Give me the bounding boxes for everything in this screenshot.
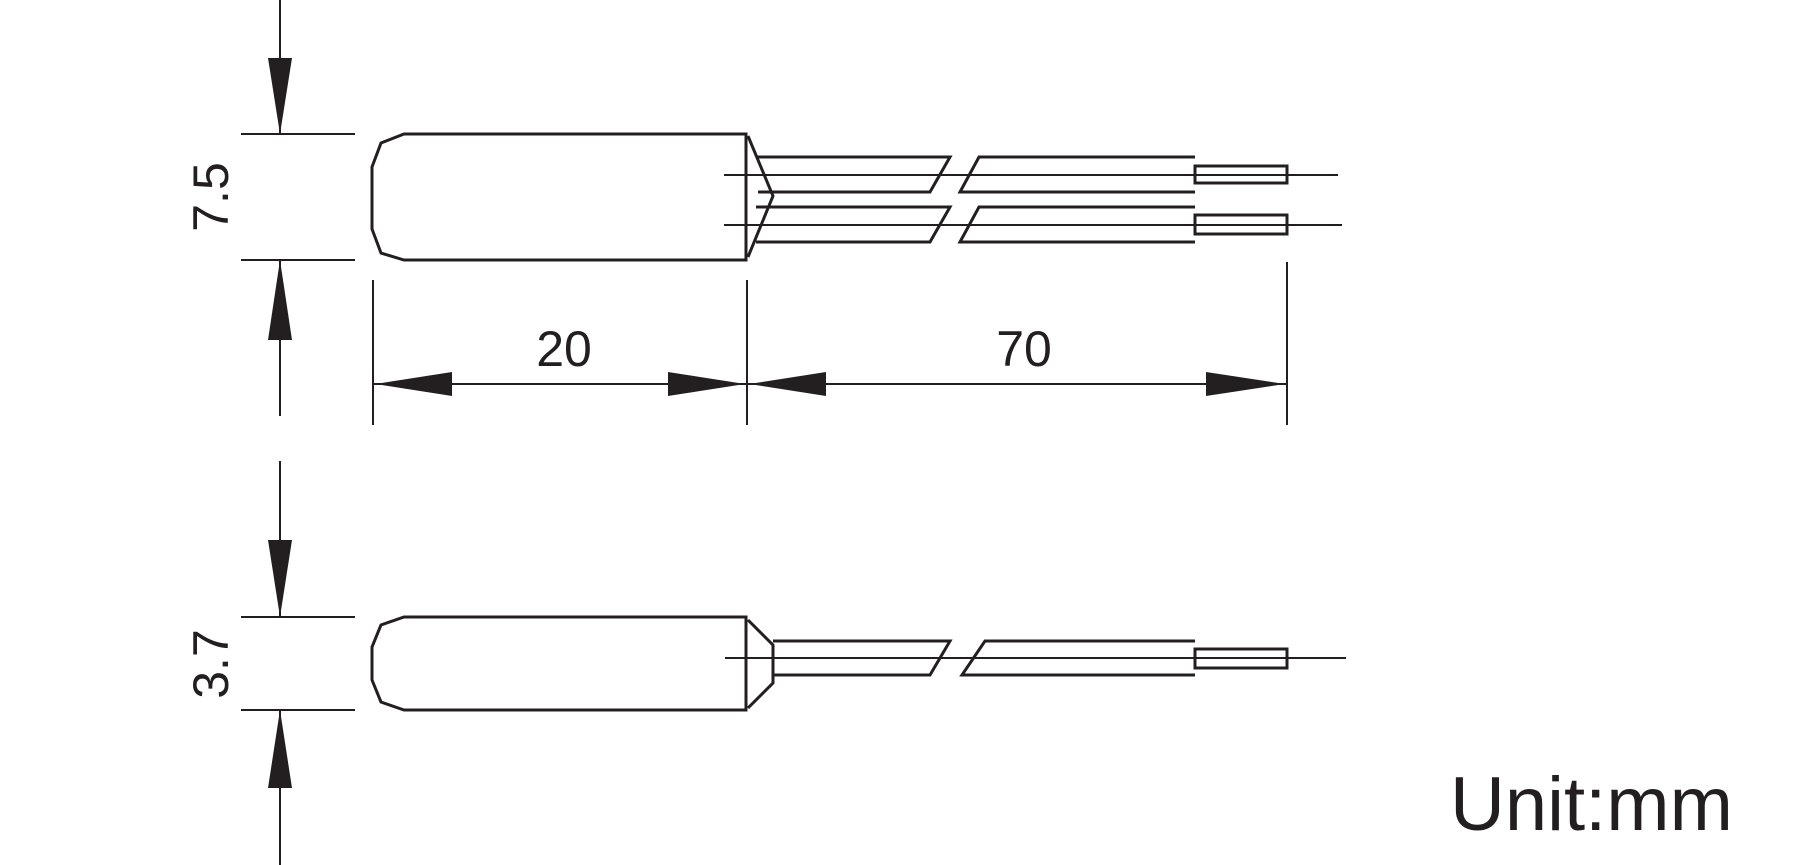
top-crimp (746, 135, 775, 258)
body-length-arrow-right (668, 372, 745, 396)
side-crimp (746, 618, 775, 710)
side-height-label: 3.7 (183, 629, 239, 699)
side-view: 3.7 (183, 461, 1346, 865)
top-view: 7.5 20 70 (183, 0, 1342, 425)
lead-length-label: 70 (996, 321, 1052, 377)
top-sensor-body (370, 132, 748, 262)
unit-label: Unit:mm (1450, 762, 1733, 847)
top-height-arrow-up (268, 260, 292, 340)
body-length-label: 20 (536, 321, 592, 377)
lead-length-arrow-left (749, 372, 826, 396)
top-height-label: 7.5 (183, 162, 239, 232)
lead-length-arrow-right (1206, 372, 1285, 396)
side-height-arrow-up (268, 710, 292, 788)
side-height-arrow-down (268, 540, 292, 617)
top-height-arrow-down (268, 58, 292, 134)
body-length-arrow-left (375, 372, 452, 396)
side-sensor-body (370, 615, 748, 712)
